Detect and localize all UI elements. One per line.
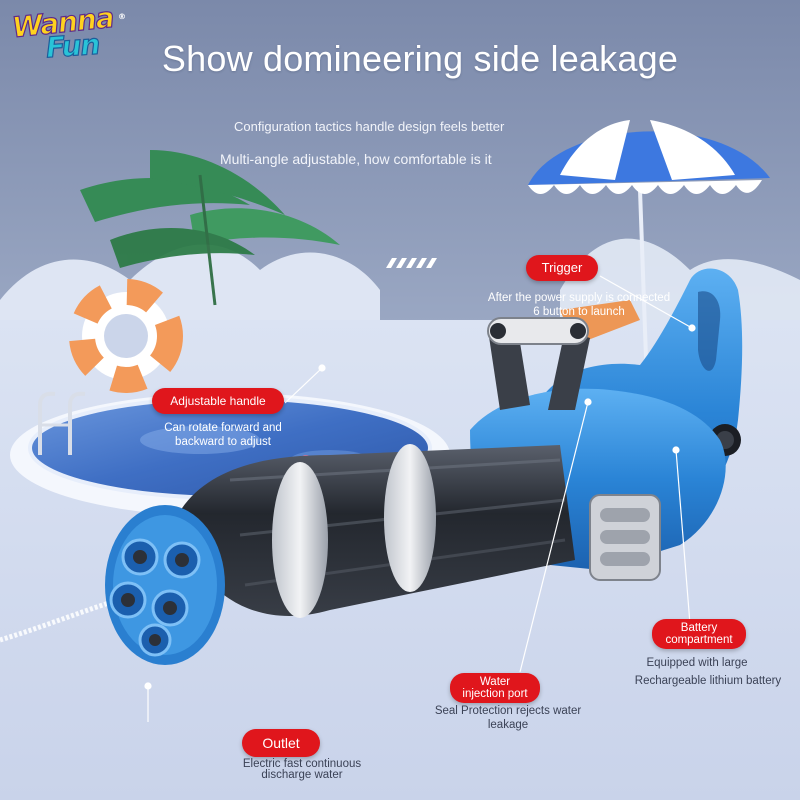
callout-battery-description: Equipped with large Rechargeable lithium… <box>624 656 792 688</box>
subheading-2: Multi-angle adjustable, how comfortable … <box>220 151 492 167</box>
callout-outlet-description: Electric fast continuous discharge water <box>228 758 376 781</box>
callout-water-port-desc-line-1: Seal Protection rejects water <box>434 705 582 717</box>
callout-trigger-desc-line-2: 6 button to launch <box>533 306 625 318</box>
headline: Show domineering side leakage <box>161 38 679 79</box>
callout-outlet-badge: Outlet <box>242 729 320 757</box>
callout-handle-badge: Adjustable handle <box>152 388 284 414</box>
callout-battery-badge: Battery compartment <box>652 619 746 649</box>
callout-water-port-desc-line-2: leakage <box>487 719 529 731</box>
stripes-icon <box>386 258 437 268</box>
palm-leaf-icon <box>80 150 340 306</box>
callout-water-port-label-line-1: Water <box>479 676 511 688</box>
callout-trigger-label: Trigger <box>541 260 583 275</box>
callout-handle-desc-line-2: backward to adjust <box>175 436 271 448</box>
registered-mark: ® <box>118 12 126 21</box>
callout-outlet-desc-line-2: discharge water <box>261 769 343 781</box>
callout-battery-label-line-1: Battery <box>680 622 718 634</box>
beach-umbrella-icon <box>528 120 770 471</box>
callout-handle-label: Adjustable handle <box>170 394 266 408</box>
swim-ring-icon <box>69 279 183 393</box>
callout-handle-desc-line-1: Can rotate forward and <box>164 422 282 434</box>
callout-outlet-label: Outlet <box>262 735 300 751</box>
callout-trigger-description: After the power supply is connected 6 bu… <box>474 291 684 319</box>
callout-battery-desc-line-2: Rechargeable lithium battery <box>634 675 782 687</box>
brand-logo: Wanna Fun ® <box>10 0 126 65</box>
callout-water-port-label-line-2: injection port <box>462 688 528 700</box>
callout-trigger-desc-line-1: After the power supply is connected <box>487 292 671 304</box>
callout-water-port-description: Seal Protection rejects water leakage <box>418 704 598 732</box>
subheading-1: Configuration tactics handle design feel… <box>234 119 505 134</box>
callout-outlet-desc-line-1: Electric fast continuous <box>242 758 362 770</box>
callout-handle-description: Can rotate forward and backward to adjus… <box>155 421 291 449</box>
callout-battery-desc-line-1: Equipped with large <box>646 657 748 669</box>
callout-battery-label-line-2: compartment <box>665 634 733 646</box>
callout-trigger-badge: Trigger <box>526 255 598 281</box>
callout-water-port-badge: Water injection port <box>450 673 540 703</box>
